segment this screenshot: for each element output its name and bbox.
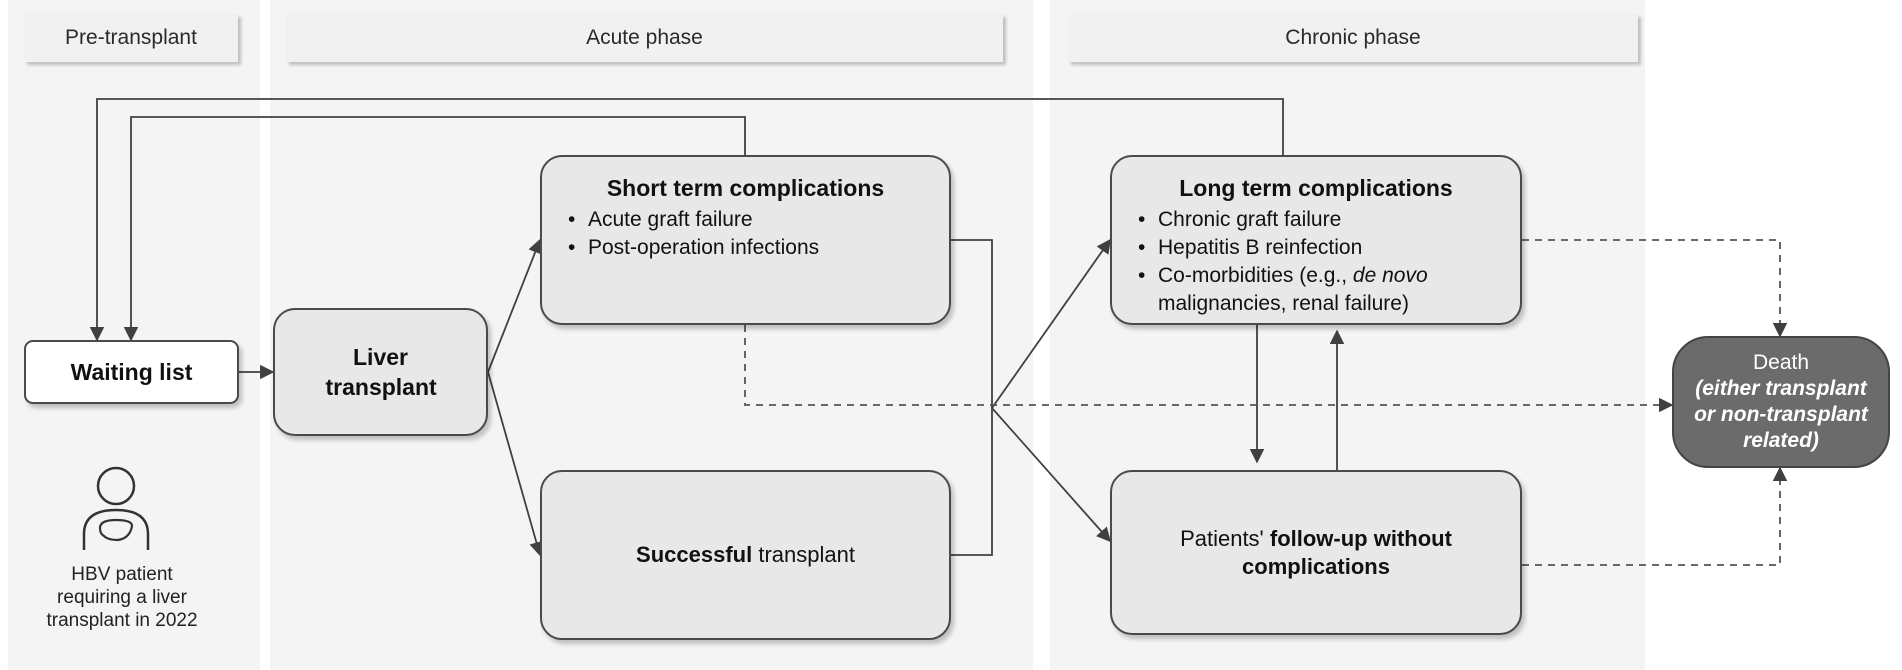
follow-up-pre: Patients': [1180, 525, 1270, 551]
arrow-merge-to-long-term: [991, 238, 1111, 409]
death-note: (either transplant or non-transplant rel…: [1694, 377, 1868, 452]
dashed-long-term-to-death: [1522, 239, 1788, 338]
follow-up-box: Patients' follow-up without complication…: [1110, 470, 1522, 635]
loop-from-short-term: [123, 116, 746, 342]
successful-rest: transplant: [752, 542, 855, 567]
short-term-title: Short term complications: [606, 175, 885, 201]
successful-transplant-label: Successful transplant: [636, 542, 855, 568]
liver-transplant-label: Liver transplant: [325, 344, 437, 400]
waiting-list-box: Waiting list: [24, 340, 239, 404]
death-node: Death (either transplant or non-transpla…: [1672, 336, 1890, 468]
short-term-list: Acute graft failure Post-operation infec…: [560, 206, 931, 262]
merge-from-short-term: [951, 239, 993, 408]
long-term-item: Hepatitis B reinfection: [1130, 234, 1502, 262]
arrow-merge-to-follow-up: [991, 407, 1111, 543]
phase-header-pre-transplant: Pre-transplant: [24, 14, 238, 62]
follow-up-bold: follow-up without complications: [1242, 525, 1452, 579]
arrow-transplant-to-successful: [487, 371, 544, 557]
arrow-transplant-to-short-term: [487, 238, 542, 373]
merge-from-successful: [951, 408, 993, 556]
long-term-title: Long term complications: [1179, 175, 1453, 201]
liver-transplant-box: Liver transplant: [273, 308, 488, 436]
follow-up-label: Patients' follow-up without complication…: [1151, 525, 1481, 581]
patient-caption: HBV patient requiring a liver transplant…: [46, 564, 198, 631]
long-term-complications-box: Long term complications Chronic graft fa…: [1110, 155, 1522, 325]
successful-transplant-box: Successful transplant: [540, 470, 951, 640]
successful-bold: Successful: [636, 542, 753, 567]
dashed-short-term-to-death: [744, 325, 1674, 413]
short-term-item: Acute graft failure: [560, 206, 931, 234]
waiting-list-label: Waiting list: [70, 358, 193, 385]
loop-from-long-term: [89, 98, 1284, 342]
long-term-list: Chronic graft failure Hepatitis B reinfe…: [1130, 206, 1502, 318]
short-term-complications-box: Short term complications Acute graft fai…: [540, 155, 951, 325]
long-term-item: Co-morbidities (e.g., de novo malignanci…: [1130, 262, 1502, 318]
short-term-item: Post-operation infections: [560, 234, 931, 262]
patient-liver-icon: [82, 466, 150, 550]
death-title: Death: [1752, 351, 1810, 374]
dashed-follow-up-to-death: [1522, 466, 1788, 566]
phase-header-acute: Acute phase: [286, 14, 1003, 62]
long-term-item: Chronic graft failure: [1130, 206, 1502, 234]
phase-header-chronic: Chronic phase: [1068, 14, 1638, 62]
